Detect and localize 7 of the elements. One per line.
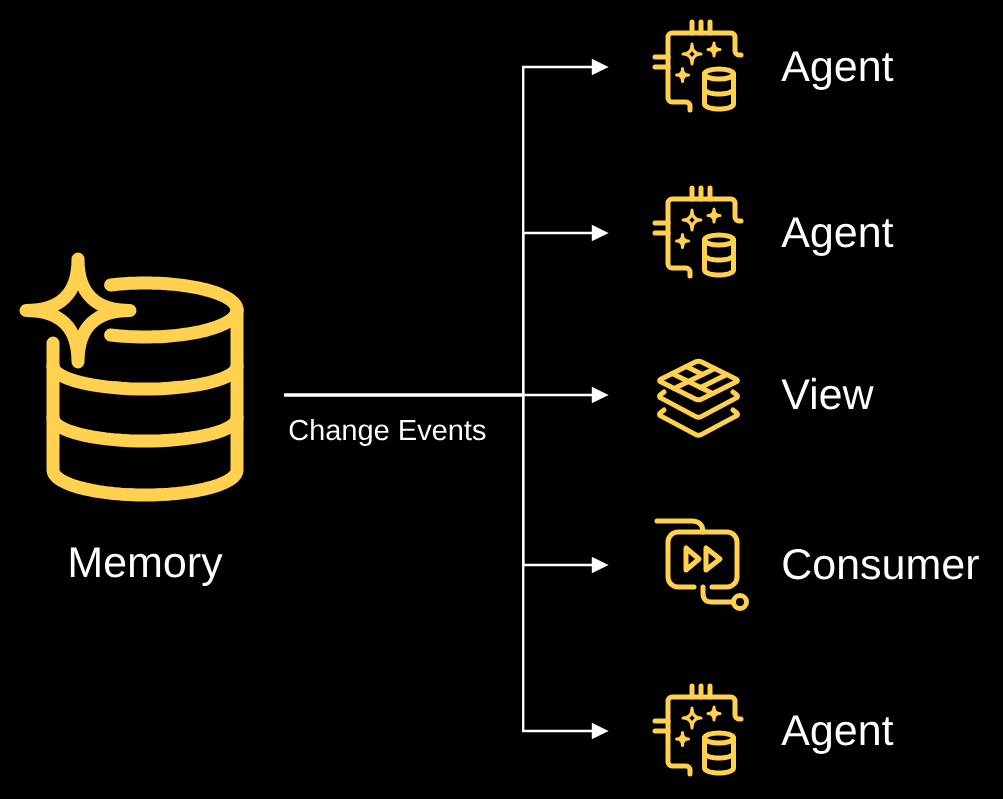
node-label: Agent — [781, 217, 894, 256]
node-label: Agent — [781, 51, 894, 90]
node-label: Consumer — [783, 548, 979, 580]
node-label: Agent — [781, 715, 894, 754]
node-label: Memory — [70, 547, 223, 586]
node-label: View — [781, 377, 874, 410]
edge-label: Change Events — [287, 418, 488, 447]
